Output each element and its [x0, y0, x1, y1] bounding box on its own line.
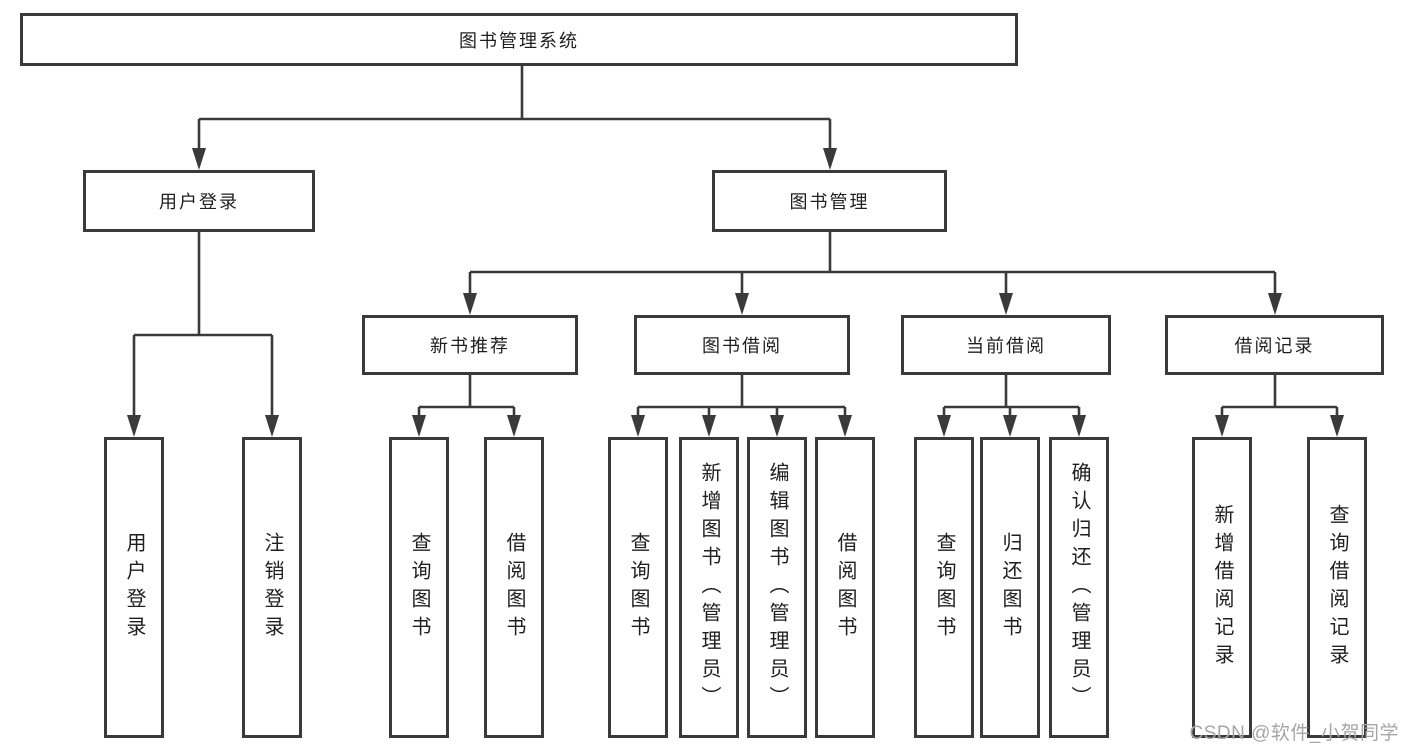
leaf-records-add-record: 新增借阅记录 — [1192, 437, 1252, 738]
node-label: 归还图书 — [999, 531, 1021, 644]
node-label: 新增借阅记录 — [1211, 503, 1233, 672]
csdn-watermark: CSDN @软件_小贺同学 — [1189, 723, 1399, 744]
node-label: 借阅记录 — [1234, 336, 1315, 356]
leaf-current-confirm-return-admin: 确认归还（管理员） — [1049, 437, 1109, 738]
leaf-current-search-book: 查询图书 — [914, 437, 974, 738]
node-label: 新书推荐 — [430, 336, 510, 356]
leaf-recommend-borrow-book: 借阅图书 — [484, 437, 544, 738]
node-current-borrowing: 当前借阅 — [901, 315, 1111, 375]
node-borrowing-records: 借阅记录 — [1165, 315, 1384, 375]
leaf-borrowing-borrow-book: 借阅图书 — [815, 437, 875, 738]
node-label: 图书管理系统 — [459, 30, 579, 51]
leaf-borrowing-search-book: 查询图书 — [608, 437, 668, 738]
leaf-logout-login: 注销登录 — [242, 437, 302, 738]
leaf-records-search-record: 查询借阅记录 — [1307, 437, 1367, 738]
node-new-book-recommend: 新书推荐 — [362, 315, 578, 375]
node-label: 查询图书 — [933, 531, 955, 644]
node-label: 编辑图书（管理员） — [766, 461, 788, 714]
node-label: 当前借阅 — [966, 336, 1046, 356]
node-label: 图书管理 — [789, 192, 870, 212]
node-root-system: 图书管理系统 — [20, 13, 1018, 66]
node-user-login: 用户登录 — [83, 170, 315, 232]
node-label: 新增图书（管理员） — [698, 461, 720, 714]
leaf-borrowing-edit-book-admin: 编辑图书（管理员） — [747, 437, 807, 738]
node-label: 注销登录 — [261, 531, 283, 644]
node-label: 查询图书 — [408, 531, 430, 644]
leaf-borrowing-add-book-admin: 新增图书（管理员） — [679, 437, 739, 738]
node-book-borrowing: 图书借阅 — [634, 315, 850, 375]
node-label: 借阅图书 — [834, 531, 856, 644]
leaf-user-login: 用户登录 — [104, 437, 164, 738]
leaf-current-return-book: 归还图书 — [980, 437, 1040, 738]
node-label: 确认归还（管理员） — [1068, 461, 1090, 714]
node-label: 查询图书 — [627, 531, 649, 644]
node-label: 图书借阅 — [702, 336, 782, 356]
node-label: 用户登录 — [159, 192, 239, 212]
node-label: 借阅图书 — [503, 531, 525, 644]
node-label: 查询借阅记录 — [1326, 503, 1348, 672]
node-label: 用户登录 — [123, 531, 145, 644]
leaf-recommend-search-book: 查询图书 — [389, 437, 449, 738]
node-book-management: 图书管理 — [712, 170, 947, 232]
